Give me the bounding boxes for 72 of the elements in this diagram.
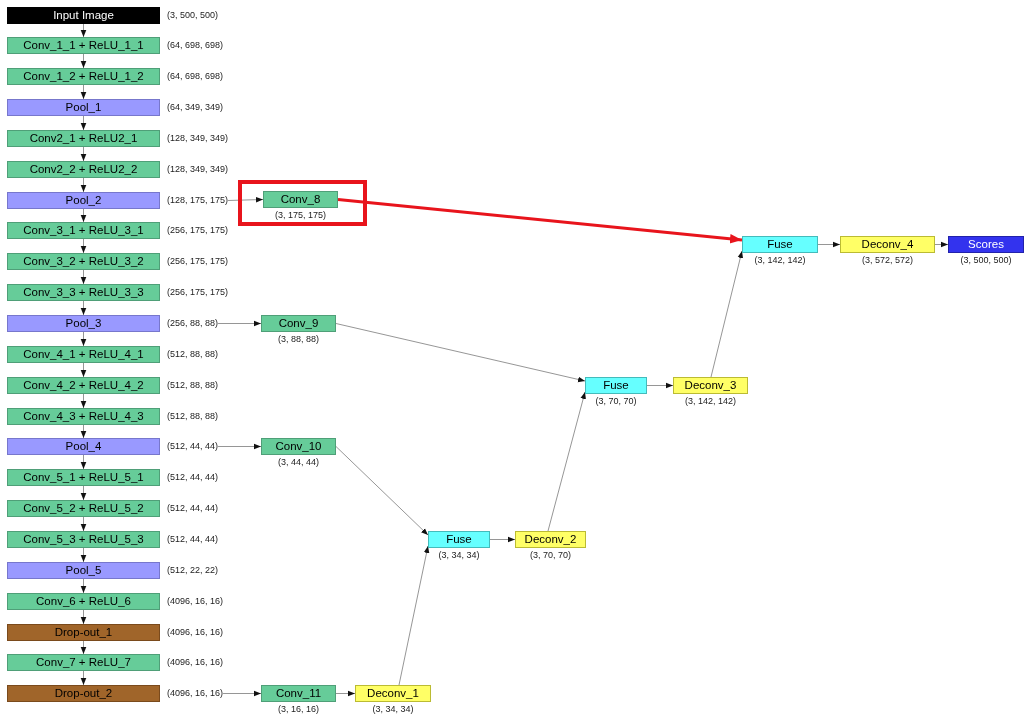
layer-box: Deconv_1 [355, 685, 431, 702]
shape-label: (3, 44, 44) [278, 457, 319, 468]
layer-box: Fuse [585, 377, 647, 394]
layer-box: Conv2_1 + ReLU2_1 [7, 130, 160, 147]
shape-label: (3, 70, 70) [530, 550, 571, 561]
layer-box: Drop-out_1 [7, 624, 160, 641]
shape-label: (3, 34, 34) [438, 550, 480, 561]
shape-label: (4096, 16, 16) [167, 627, 224, 638]
layer-box: Conv_10 [261, 438, 336, 455]
layer-box: Conv_7 + ReLU_7 [7, 654, 160, 671]
shape-label: (3, 142, 142) [754, 255, 806, 266]
arrow [337, 198, 743, 244]
layer-box: Conv_5_1 + ReLU_5_1 [7, 469, 160, 486]
layer-box: Pool_2 [7, 192, 160, 209]
shape-label: (128, 349, 349) [167, 133, 229, 144]
layer-box: Conv_9 [261, 315, 336, 332]
layer-box: Conv_3_3 + ReLU_3_3 [7, 284, 160, 301]
shape-label: (4096, 16, 16) [167, 657, 224, 668]
shape-label: (4096, 16, 16) [167, 688, 224, 699]
shape-label: (512, 44, 44) [167, 472, 219, 483]
shape-label: (4096, 16, 16) [167, 596, 224, 607]
layer-box: Conv_1_1 + ReLU_1_1 [7, 37, 160, 54]
highlight-box [238, 180, 367, 226]
layer-box: Conv_6 + ReLU_6 [7, 593, 160, 610]
layer-box: Deconv_4 [840, 236, 935, 253]
layer-box: Conv_3_1 + ReLU_3_1 [7, 222, 160, 239]
shape-label: (256, 175, 175) [167, 256, 229, 267]
shape-label: (256, 175, 175) [167, 287, 229, 298]
layer-box: Input Image [7, 7, 160, 24]
shape-label: (512, 44, 44) [167, 534, 219, 545]
shape-label: (3, 34, 34) [372, 704, 414, 715]
layer-box: Conv_1_2 + ReLU_1_2 [7, 68, 160, 85]
shape-label: (512, 44, 44) [167, 441, 219, 452]
shape-label: (3, 175, 175) [274, 210, 326, 221]
shape-label: (3, 500, 500) [167, 10, 219, 21]
layer-box: Fuse [428, 531, 490, 548]
layer-box: Drop-out_2 [7, 685, 160, 702]
shape-label: (256, 175, 175) [167, 225, 229, 236]
shape-label: (512, 22, 22) [167, 565, 219, 576]
shape-label: (3, 142, 142) [684, 396, 736, 407]
shape-label: (64, 349, 349) [167, 102, 224, 113]
layer-box: Conv_4_3 + ReLU_4_3 [7, 408, 160, 425]
layer-box: Deconv_2 [515, 531, 586, 548]
shape-label: (3, 572, 572) [861, 255, 913, 266]
layer-box: Conv_11 [261, 685, 336, 702]
shape-label: (64, 698, 698) [167, 71, 224, 82]
layer-box: Conv_5_2 + ReLU_5_2 [7, 500, 160, 517]
layer-box: Scores [948, 236, 1024, 253]
shape-label: (128, 175, 175) [167, 195, 229, 206]
shape-label: (3, 500, 500) [960, 255, 1012, 266]
shape-label: (64, 698, 698) [167, 40, 224, 51]
shape-label: (128, 349, 349) [167, 164, 229, 175]
shape-label: (256, 88, 88) [167, 318, 219, 329]
layer-box: Pool_4 [7, 438, 160, 455]
shape-label: (512, 88, 88) [167, 380, 219, 391]
shape-label: (512, 88, 88) [167, 411, 219, 422]
shape-label: (3, 70, 70) [595, 396, 637, 407]
shape-label: (512, 88, 88) [167, 349, 219, 360]
layer-box: Conv_4_2 + ReLU_4_2 [7, 377, 160, 394]
layer-box: Pool_1 [7, 99, 160, 116]
layer-box: Conv2_2 + ReLU2_2 [7, 161, 160, 178]
shape-label: (3, 88, 88) [278, 334, 319, 345]
shape-label: (3, 16, 16) [278, 704, 319, 715]
layer-box: Deconv_3 [673, 377, 748, 394]
layer-box: Conv_4_1 + ReLU_4_1 [7, 346, 160, 363]
layer-box: Conv_5_3 + ReLU_5_3 [7, 531, 160, 548]
layer-box: Conv_3_2 + ReLU_3_2 [7, 253, 160, 270]
layer-box: Pool_3 [7, 315, 160, 332]
shape-label: (512, 44, 44) [167, 503, 219, 514]
layer-box: Pool_5 [7, 562, 160, 579]
layer-box: Conv_8 [263, 191, 338, 208]
layer-box: Fuse [742, 236, 818, 253]
